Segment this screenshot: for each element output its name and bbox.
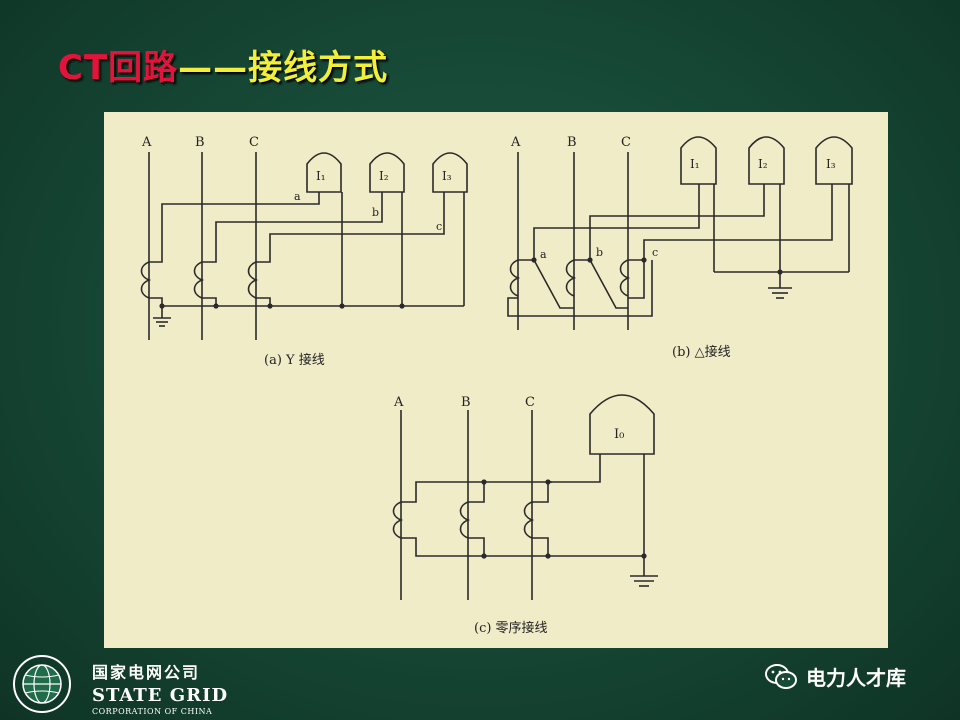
c-phase-A-label: A	[393, 395, 404, 410]
wiring-figure: A B C I₁ I₂ I₃ a b c (a) Y 接线 A B C I₁ I…	[104, 112, 888, 648]
wechat-watermark: 电力人才库	[764, 662, 906, 691]
a-phase-C-label: C	[249, 135, 259, 150]
c-meter-label: I₀	[614, 427, 624, 442]
a-wire-c-label: c	[436, 220, 442, 233]
diagram-b	[507, 136, 853, 330]
a-meter-3-label: I₃	[442, 169, 452, 183]
a-phase-A-label: A	[141, 135, 152, 150]
b-wire-a-label: a	[540, 248, 547, 261]
diagram-c	[392, 394, 658, 600]
b-phase-A-label: A	[510, 135, 521, 150]
wiring-diagram: A B C I₁ I₂ I₃ a b c (a) Y 接线 A B C I₁ I…	[140, 135, 853, 636]
state-grid-logo: 国家电网公司 STATE GRID CORPORATION OF CHINA	[10, 653, 270, 717]
a-wire-a-label: a	[294, 190, 301, 203]
company-name-cn: 国家电网公司	[92, 663, 201, 682]
company-name-en: STATE GRID	[92, 685, 229, 706]
b-phase-B-label: B	[567, 135, 577, 150]
wechat-icon	[765, 663, 797, 689]
b-phase-C-label: C	[621, 135, 631, 150]
title-part1: CT回路	[58, 48, 179, 88]
a-phase-B-label: B	[195, 135, 205, 150]
state-grid-globe-icon	[13, 655, 71, 713]
diagram-a	[140, 152, 468, 340]
title-part2: ——接线方式	[178, 48, 389, 88]
account-name: 电力人才库	[806, 666, 906, 690]
b-meter-1-label: I₁	[690, 157, 700, 171]
c-phase-C-label: C	[525, 395, 535, 410]
b-wire-b-label: b	[596, 246, 603, 259]
a-caption: (a) Y 接线	[264, 352, 325, 368]
b-meter-3-label: I₃	[826, 157, 836, 171]
b-meter-2-label: I₂	[758, 157, 768, 171]
slide-title: CT回路——接线方式	[58, 40, 388, 89]
a-wire-b-label: b	[372, 206, 379, 219]
company-name-sub: CORPORATION OF CHINA	[92, 707, 213, 716]
a-meter-1-label: I₁	[316, 169, 326, 183]
a-meter-2-label: I₂	[379, 169, 389, 183]
b-wire-c-label: c	[652, 246, 658, 259]
c-caption: (c) 零序接线	[474, 620, 548, 636]
b-caption: (b) △接线	[672, 344, 731, 360]
c-phase-B-label: B	[461, 395, 471, 410]
